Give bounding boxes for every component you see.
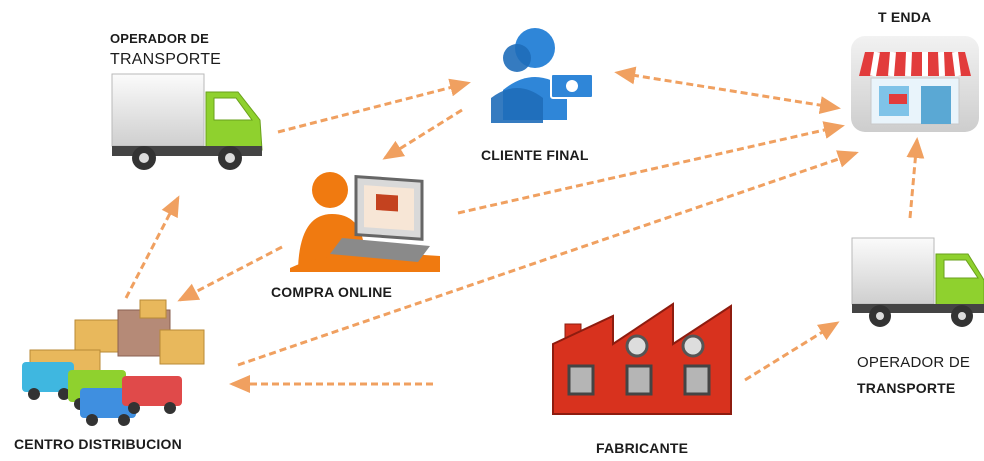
arrow-customer-to-online	[382, 108, 463, 160]
transport-right-label-line1: OPERADOR DE	[857, 354, 971, 371]
customer-label: CLIENTE FINAL	[481, 147, 589, 163]
transport-top-label-line2: TRANSPORTE	[110, 51, 222, 68]
arrow-distribution-to-transport	[124, 195, 180, 299]
arrow-transport-to-store	[906, 137, 925, 219]
truck-icon	[111, 73, 263, 170]
arrow-online-to-distribution	[177, 245, 283, 302]
flow-arrows	[124, 66, 925, 393]
arrow-distribution-to-store	[237, 150, 859, 367]
online-shopping-icon	[290, 172, 440, 272]
arrow-factory-to-transport	[744, 321, 840, 382]
manufacturer-label: FABRICANTE	[596, 440, 689, 456]
store-label: T ENDA	[878, 9, 932, 25]
transport-top-label-line1: OPERADOR DE	[110, 31, 209, 46]
distribution-label: CENTRO DISTRIBUCION	[14, 436, 182, 452]
arrow-customer-store	[614, 66, 841, 115]
online-label: COMPRA ONLINE	[271, 284, 393, 300]
arrow-online-to-store	[457, 121, 845, 215]
transport-right-label-line2: TRANSPORTE	[857, 380, 956, 396]
truck-icon	[851, 237, 984, 327]
warehouse-icon	[22, 299, 205, 426]
store-icon	[851, 36, 979, 132]
factory-icon	[552, 302, 732, 415]
customer-icon	[491, 28, 594, 123]
